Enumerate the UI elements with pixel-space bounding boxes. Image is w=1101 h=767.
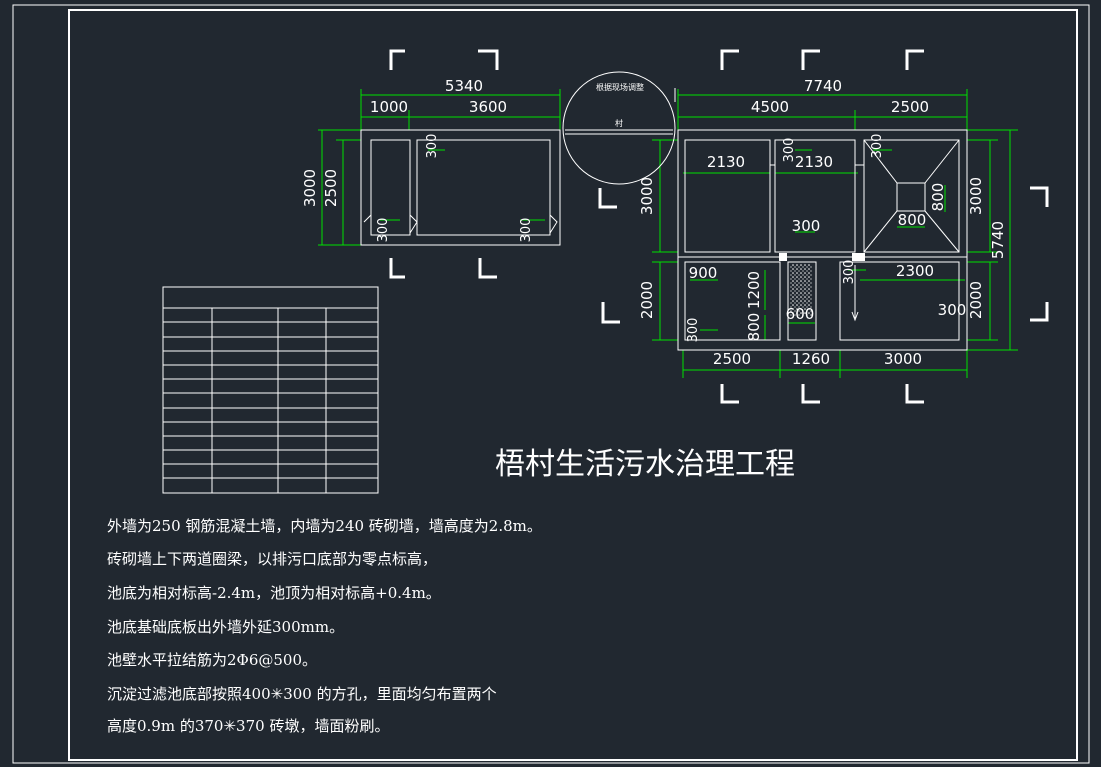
dim-top-2500: 2500: [891, 98, 929, 116]
dim-lower-height-left: 2000: [638, 281, 656, 319]
pipe-note: 根据现场调整: [596, 82, 644, 92]
dim-right-total: 7740: [804, 77, 842, 95]
dim-bottom-3000: 3000: [884, 350, 922, 368]
dim-lower-300-left: 300: [686, 318, 701, 343]
section-marks: [389, 49, 1049, 404]
pipe-mark: 村: [615, 118, 623, 128]
dim-lower-600: 600: [786, 305, 815, 323]
wall-openings: [779, 253, 865, 261]
dim-upper-wall-300a: 300: [782, 138, 797, 163]
dim-right-height: 5740: [989, 221, 1007, 259]
dim-hopper-800w: 800: [898, 211, 927, 229]
drawing-frame: [12, 4, 1090, 764]
dim-top-4500: 4500: [751, 98, 789, 116]
note-line: 沉淀过滤池底部按照400✳300 的方孔，里面均匀布置两个: [107, 685, 497, 703]
dim-room-2130a: 2130: [707, 153, 745, 171]
dim-bottom-2500: 2500: [713, 350, 751, 368]
dim-left-3000: 3000: [301, 169, 319, 207]
dim-left-wall-300b: 300: [376, 218, 391, 243]
pipe-connection: [562, 71, 676, 185]
construction-notes: 外墙为250 钢筋混凝土墙，内墙为240 砖砌墙，墙高度为2.8m。 砖砌墙上下…: [107, 517, 542, 735]
title-block-table: [162, 286, 379, 494]
dimension-lines: [318, 89, 1018, 378]
right-tank-plan: [677, 129, 968, 351]
dim-opening-300: 300: [792, 217, 821, 235]
dim-lower-300-vertical: 300: [842, 260, 857, 285]
dim-room-2130b: 2130: [795, 153, 833, 171]
dim-hopper-800h: 800: [929, 183, 947, 212]
note-line: 砖砌墙上下两道圈梁，以排污口底部为零点标高，: [107, 550, 437, 568]
dim-lower-300-right: 300: [938, 301, 967, 319]
note-line: 池底基础底板出外墙外延300mm。: [107, 618, 344, 636]
note-line: 池壁水平拉结筋为2Φ6@500。: [107, 651, 317, 669]
note-line: 外墙为250 钢筋混凝土墙，内墙为240 砖砌墙，墙高度为2.8m。: [107, 517, 542, 535]
dim-bottom-1260: 1260: [792, 350, 830, 368]
dim-left-total: 5340: [445, 77, 483, 95]
filter-media-hatch: [790, 264, 812, 316]
left-tank-plan: [360, 129, 561, 246]
dim-left-wall-300c: 300: [519, 218, 534, 243]
dim-top-3600: 3600: [469, 98, 507, 116]
dim-top-1000: 1000: [370, 98, 408, 116]
dim-lower-800: 800: [745, 313, 763, 342]
drawing-title: 梧村生活污水治理工程: [495, 447, 795, 482]
dim-left-wall-300a: 300: [425, 134, 440, 159]
dim-upper-height-left: 3000: [638, 177, 656, 215]
dim-lower-2300: 2300: [896, 262, 934, 280]
note-line: 高度0.9m 的370✳370 砖墩，墙面粉刷。: [107, 717, 389, 735]
dim-lower-height-right: 2000: [967, 281, 985, 319]
dim-left-2500: 2500: [322, 169, 340, 207]
note-line: 池底为相对标高-2.4m，池顶为相对标高+0.4m。: [107, 584, 441, 602]
dim-upper-height-right: 3000: [967, 177, 985, 215]
dim-lower-900: 900: [689, 264, 718, 282]
dim-upper-wall-300b: 300: [870, 134, 885, 159]
dim-lower-1200: 1200: [745, 271, 763, 309]
